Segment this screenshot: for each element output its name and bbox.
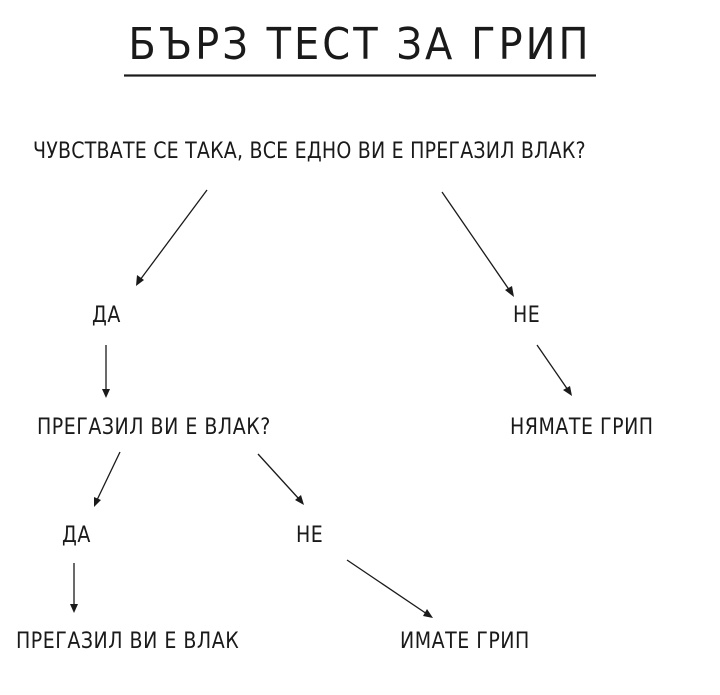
arrow-yes2-to-result xyxy=(70,563,78,613)
arrow-q1-to-yes1 xyxy=(136,189,208,286)
arrow-no2-to-result xyxy=(346,559,433,618)
arrow-q1-to-no1 xyxy=(441,191,514,297)
arrow-no1-to-result xyxy=(536,344,572,396)
arrow-q2-to-no2 xyxy=(257,453,304,505)
question-1: ЧУВСТВАТЕ СЕ ТАКА, ВСЕ ЕДНО ВИ Е ПРЕГАЗИ… xyxy=(33,138,586,164)
result-flu: ИМАТЕ ГРИП xyxy=(400,628,530,654)
diagram-title: БЪРЗ ТЕСТ ЗА ГРИП xyxy=(0,19,720,77)
answer-yes-2: ДА xyxy=(62,522,91,548)
answer-no-2: НЕ xyxy=(296,522,324,548)
arrow-q2-to-yes2 xyxy=(94,451,121,507)
result-train: ПРЕГАЗИЛ ВИ Е ВЛАК xyxy=(16,628,240,654)
diagram-title-text: БЪРЗ ТЕСТ ЗА ГРИП xyxy=(124,19,596,77)
question-2: ПРЕГАЗИЛ ВИ Е ВЛАК? xyxy=(37,414,271,440)
result-no-flu: НЯМАТЕ ГРИП xyxy=(510,414,654,440)
arrow-yes1-to-q2 xyxy=(102,345,110,398)
answer-no-1: НЕ xyxy=(513,302,541,328)
answer-yes-1: ДА xyxy=(92,302,121,328)
